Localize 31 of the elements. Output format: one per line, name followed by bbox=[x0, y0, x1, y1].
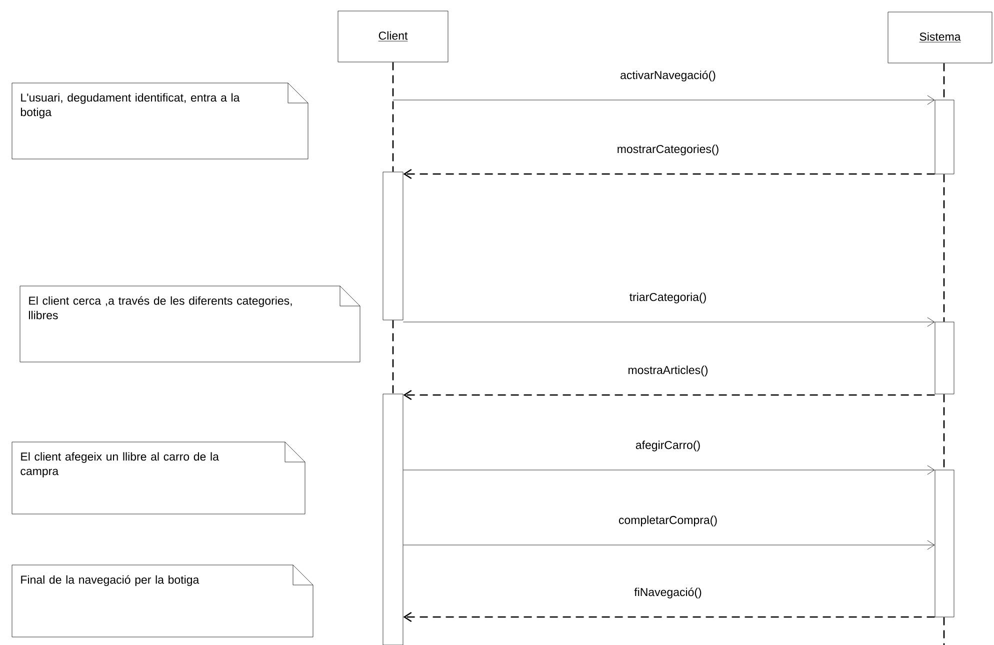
lifeline bbox=[943, 174, 945, 322]
activation-bar bbox=[934, 322, 954, 394]
message-arrow bbox=[392, 95, 935, 105]
note: El client afegeix un llibre al carro de la campra bbox=[12, 442, 306, 514]
lifeline bbox=[943, 63, 945, 100]
lifeline bbox=[943, 617, 945, 645]
message-arrow bbox=[403, 465, 935, 475]
lifeline bbox=[392, 62, 394, 172]
note: L'usuari, degudament identificat, entra a la botiga bbox=[12, 82, 308, 160]
lifeline bbox=[943, 394, 945, 470]
activation-bar bbox=[934, 100, 954, 174]
message-arrow bbox=[403, 390, 935, 400]
message-label: completarCompra() bbox=[617, 514, 719, 528]
message-arrow bbox=[403, 540, 935, 550]
note: El client cerca ,a través de les diferents categories, llibres bbox=[20, 286, 360, 362]
message-label: afegirCarro() bbox=[634, 440, 702, 452]
lifeline bbox=[392, 320, 394, 394]
message-arrow bbox=[403, 612, 935, 622]
note: Final de la navegació per la botiga bbox=[12, 564, 314, 638]
object-box: Client bbox=[338, 10, 448, 62]
message-label: triarCategoria() bbox=[628, 292, 708, 304]
object-box: Sistema bbox=[888, 12, 992, 64]
message-label: activarNavegació() bbox=[619, 70, 717, 82]
activation-bar bbox=[382, 394, 404, 645]
message-label: mostraArticles() bbox=[626, 364, 710, 378]
message-label: mostrarCategories() bbox=[616, 144, 720, 156]
activation-bar bbox=[382, 172, 404, 320]
activation-bar bbox=[934, 470, 954, 618]
message-arrow bbox=[403, 317, 935, 327]
message-arrow bbox=[403, 168, 935, 180]
message-label: fiNavegació() bbox=[633, 586, 703, 600]
